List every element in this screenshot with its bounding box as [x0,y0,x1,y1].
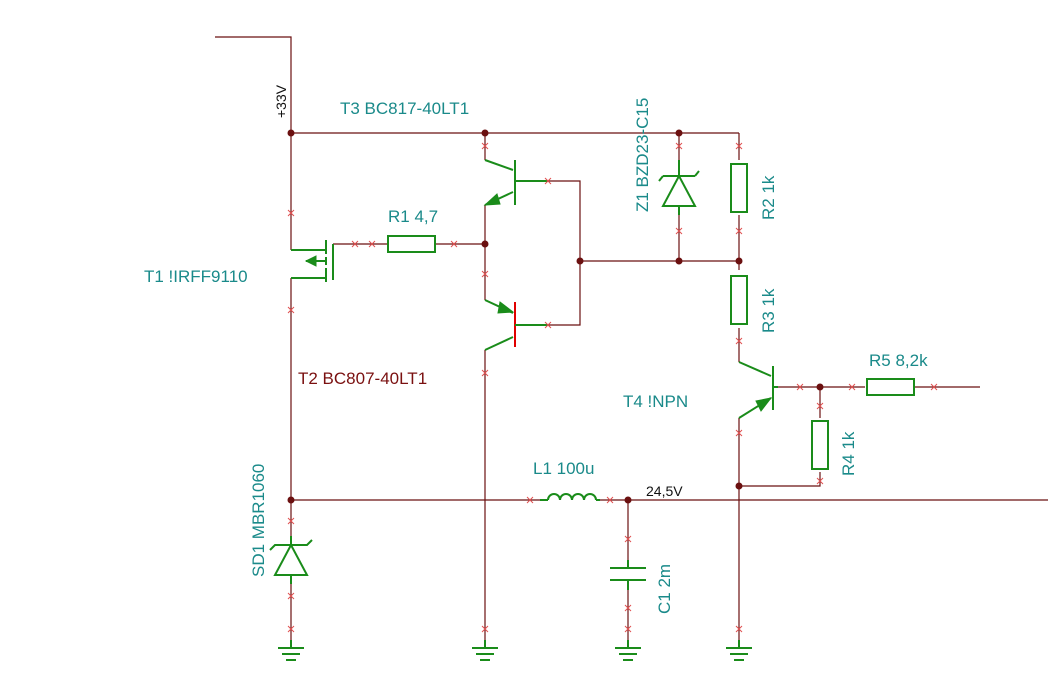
r5-resistor [866,378,915,396]
junction-dot [675,129,683,137]
sd1-schottky-symbol [269,536,313,584]
junctions [287,129,824,504]
t3-transistor-symbol [483,159,548,206]
r2-label: R2 1k [759,175,778,220]
t4-transistor-symbol [738,361,778,419]
t2-transistor-symbol [484,299,548,351]
junction-dot [576,257,584,265]
r4-resistor [811,420,829,470]
t1-label: T1 !IRFF9110 [144,267,248,286]
c1-label: C1 2m [655,564,674,614]
t1-mosfet-symbol [291,240,334,282]
c1-capacitor-symbol [610,560,646,590]
t2-label: T2 BC807-40LT1 [298,369,427,388]
junction-dot [675,257,683,265]
sd1-label: SD1 MBR1060 [249,464,268,577]
l1-inductor-symbol [540,493,600,501]
ground-icon [278,640,304,661]
r2-resistor [730,163,748,213]
ground-icon [726,640,752,661]
z1-zener-symbol [658,160,700,215]
junction-dot [735,482,743,490]
junction-dot [481,129,489,137]
supply-net-label: +33V [273,84,289,118]
r3-resistor [730,275,748,325]
r5-label: R5 8,2k [869,351,928,370]
junction-dot [816,383,824,391]
ground-icon [472,640,498,661]
t3-label: T3 BC817-40LT1 [340,99,469,118]
labels: +33V 24,5V T3 BC817-40LT1 R1 4,7 T1 !IRF… [144,84,928,614]
junction-dot [287,496,295,504]
pin-markers [287,142,938,633]
junction-dot [624,496,632,504]
t4-label: T4 !NPN [623,392,688,411]
r1-resistor [387,235,436,253]
ground-icon [615,640,641,661]
junction-dot [735,257,743,265]
r3-label: R3 1k [759,288,778,333]
output-net-label: 24,5V [646,483,683,499]
junction-dot [481,240,489,248]
ground-symbols [278,640,752,661]
r4-label: R4 1k [839,431,858,476]
r1-label: R1 4,7 [388,207,438,226]
wires [215,36,1048,640]
junction-dot [287,129,295,137]
l1-label: L1 100u [533,459,594,478]
z1-label: Z1 BZD23-C15 [633,98,652,212]
